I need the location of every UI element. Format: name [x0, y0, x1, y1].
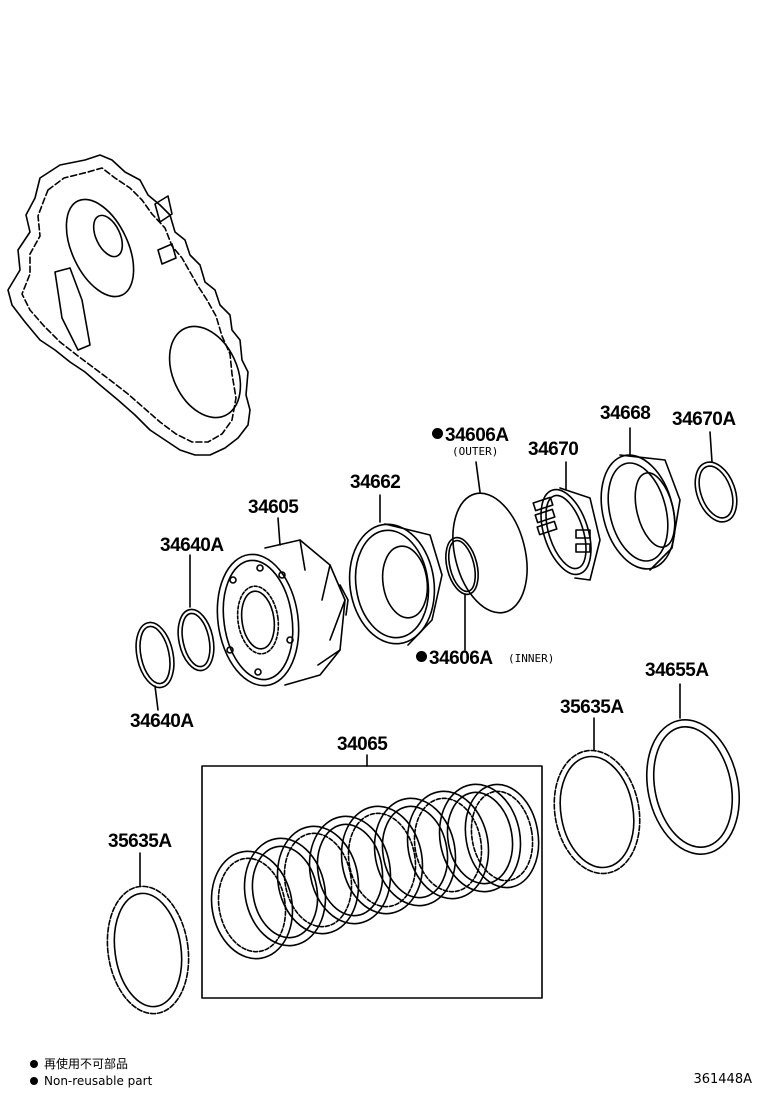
label-34640a-top: 34640A: [160, 535, 224, 556]
label-34662: 34662: [350, 472, 401, 493]
label-34670a: 34670A: [672, 409, 736, 430]
outer-race-34668: [600, 427, 681, 571]
non-reusable-marker-icon: [416, 651, 427, 663]
label-34655a: 34655A: [645, 660, 709, 681]
one-way-clutch-34670: [532, 461, 601, 581]
clutch-pack-34065: [201, 754, 543, 999]
label-34668: 34668: [600, 403, 651, 424]
snap-ring-34655a: [645, 683, 741, 855]
bullet-icon: [30, 1059, 38, 1068]
figure-reference-number: 361448A: [693, 1072, 752, 1087]
label-34606a-inner: 34606A: [416, 649, 493, 668]
planetary-carrier-34605: [216, 517, 349, 687]
label-34606a-outer-note: (OUTER): [452, 445, 499, 458]
snap-ring-34640a-lower: [135, 621, 175, 711]
legend-line-english: Non-reusable part: [30, 1075, 152, 1087]
legend-line-japanese: 再使用不可部品: [30, 1058, 128, 1070]
clutch-plate-35635a-left: [106, 852, 190, 1015]
label-35635a-right: 35635A: [560, 697, 624, 718]
label-34606a-inner-note: (INNER): [508, 652, 555, 665]
thrust-washer-34606a: [445, 461, 528, 651]
snap-ring-34640a-upper: [177, 554, 215, 672]
label-34606a-outer: 34606A: [432, 426, 509, 445]
thrust-bearing-34662: [348, 494, 443, 646]
label-34640a-bottom: 34640A: [130, 711, 194, 732]
transmission-case-cover: [7, 154, 251, 456]
snap-ring-34670a: [694, 431, 738, 523]
label-34605: 34605: [248, 497, 299, 518]
label-34065: 34065: [337, 734, 388, 755]
clutch-plate-35635a-right: [553, 717, 641, 875]
label-35635a-left: 35635A: [108, 831, 172, 852]
bullet-icon: [30, 1076, 38, 1085]
label-34670: 34670: [528, 439, 579, 460]
non-reusable-marker-icon: [432, 428, 443, 440]
